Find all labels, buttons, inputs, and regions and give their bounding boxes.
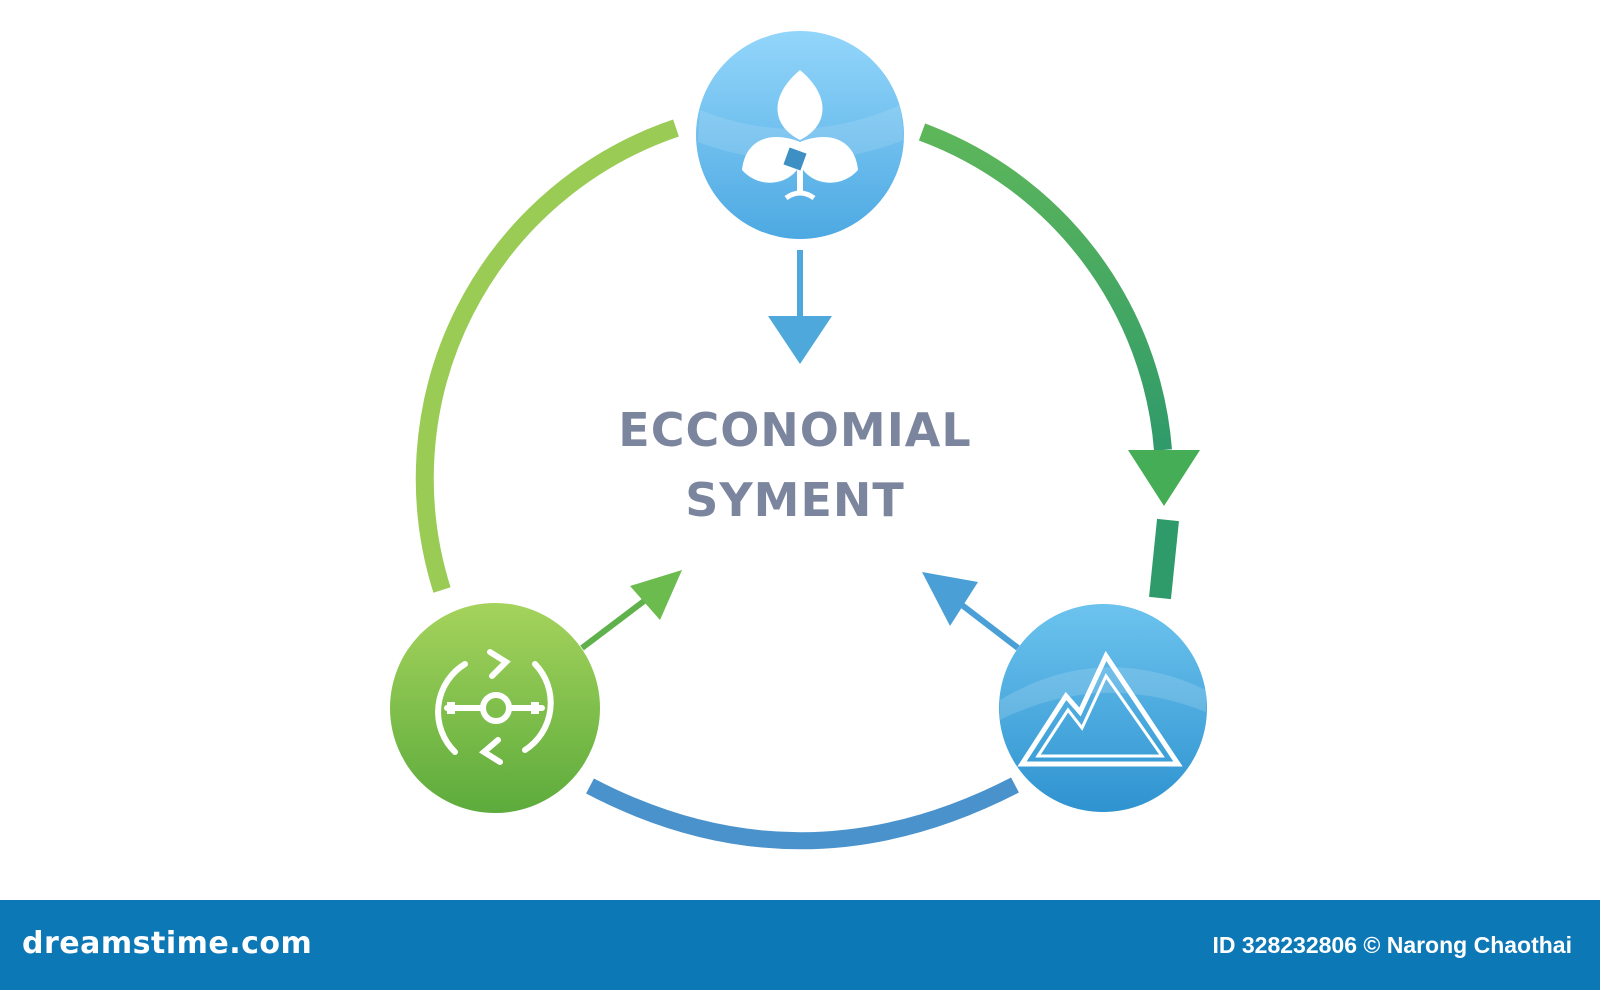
cycle-arrows-icon [435,649,554,765]
left-arc [415,119,679,593]
right-arc-lower [1149,518,1179,600]
title-line-2: SYMENT [685,473,905,527]
top-node [696,31,904,239]
diagram-title: ECCONOMIAL SYMENT [530,395,1060,535]
footer-credit: ID 328232806 © Narong Chaothai [1212,932,1572,958]
footer-bar: dreamstime.com ID 328232806 © Narong Cha… [0,900,1600,990]
cycle-diagram [390,31,1207,850]
left-up-arrow-head [630,570,682,620]
footer-brand[interactable]: dreamstime.com [22,926,313,961]
right-arc-upper [918,123,1172,451]
bottom-right-node [999,604,1207,812]
mountain-icon [1017,650,1183,767]
right-up-arrow-head [922,572,978,626]
title-line-1: ECCONOMIAL [618,403,972,457]
leaf-icon [742,70,858,201]
right-up-arrow-shaft [956,599,1020,651]
right-arc-arrowhead [1128,450,1200,506]
bottom-left-node [390,603,600,813]
left-up-arrow-shaft [580,595,650,651]
bottom-arc [586,777,1019,850]
top-down-arrow-head [768,316,832,364]
